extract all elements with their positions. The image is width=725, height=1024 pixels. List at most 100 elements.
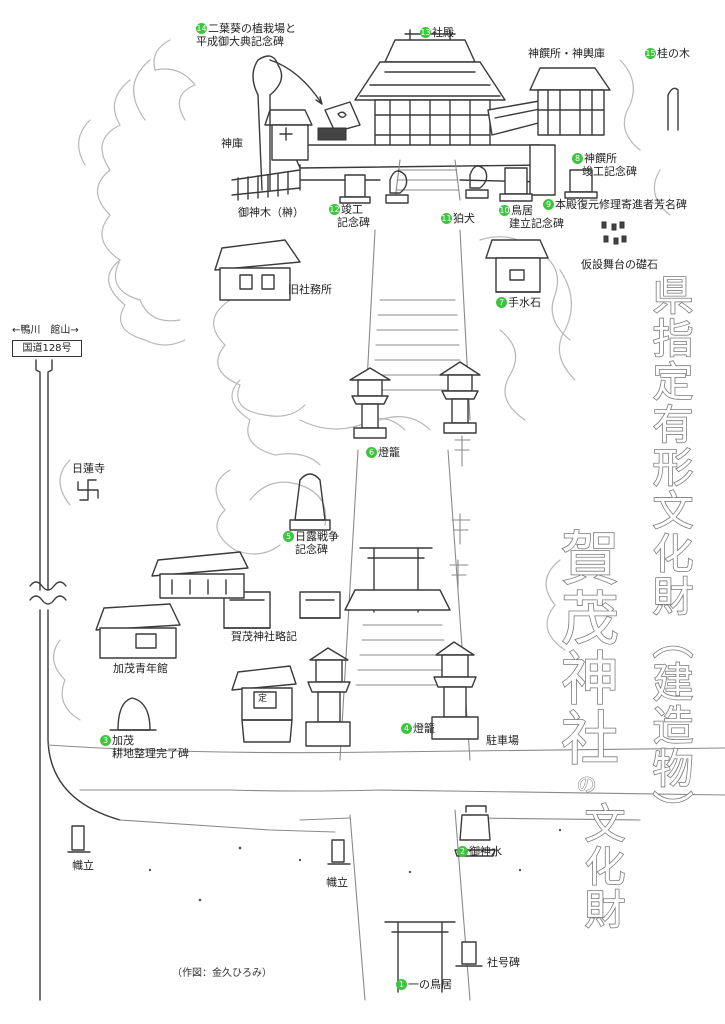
katsura-tree	[667, 87, 679, 131]
label-nobori-center: 幟立	[326, 876, 348, 889]
marker-7: 7	[496, 297, 507, 308]
heading-shrine-main: 賀茂神社	[550, 527, 620, 769]
marker-13: 13	[420, 27, 431, 38]
label-route: 国道128号	[12, 340, 82, 357]
marker-5: 5	[283, 531, 294, 542]
marker-9: 9	[543, 199, 554, 210]
label-torii-monument: 10鳥居 建立記念碑	[499, 204, 564, 230]
monuments-upper	[339, 167, 598, 204]
temple-symbol	[77, 479, 99, 501]
map-credit: （作図：金久ひろみ）	[172, 968, 272, 979]
label-sacred-tree: 御神木（榊）	[238, 206, 304, 219]
notice-board-glyph: 定	[258, 694, 268, 704]
national-road	[29, 359, 121, 1001]
heading-particle: の	[573, 774, 598, 797]
first-torii	[384, 921, 456, 993]
main-hall-drawing	[289, 29, 551, 201]
storage-building	[151, 551, 249, 599]
label-planting-field: 14二葉葵の植栽場と 平成御大典記念碑	[196, 22, 296, 48]
landmark-name-line2: 記念碑	[295, 543, 328, 556]
marker-3: 3	[100, 735, 111, 746]
label-completion-monument: 12竣工 記念碑	[329, 203, 370, 229]
landmark-name: 加茂	[112, 734, 134, 747]
landmark-name: 社殿	[432, 26, 454, 39]
landmark-name: 桂の木	[657, 47, 690, 60]
landmark-name: 燈籠	[413, 722, 435, 735]
marker-14: 14	[196, 23, 207, 34]
planting-pointer-line	[269, 59, 323, 105]
marker-2: 2	[457, 846, 468, 857]
landmark-name: 一の鳥居	[408, 978, 452, 991]
landmark-name: 燈籠	[378, 446, 400, 459]
landmark-name: 日露戦争	[295, 530, 339, 543]
fence	[231, 169, 301, 201]
landmark-name: 神饌所	[584, 152, 617, 165]
landmark-name-line2: 平成御大典記念碑	[196, 35, 284, 48]
label-nobori-left: 幟立	[72, 859, 94, 872]
landmark-name: 竣工	[341, 203, 363, 216]
label-shrine-history: 賀茂神社略記	[231, 630, 297, 643]
marker-6: 6	[366, 447, 377, 458]
heading-designation: 県指定有形文化財（建造物）	[644, 273, 694, 834]
label-nichirenji: 日蓮寺	[72, 462, 105, 475]
lower-torii	[359, 547, 433, 613]
label-treasury: 神庫	[221, 137, 243, 150]
shrine-name-stone	[455, 941, 483, 967]
landmark-name-line2: 耕地整理完了碑	[112, 747, 189, 760]
marker-15: 15	[645, 48, 656, 59]
scattered-stones	[148, 828, 622, 902]
old-office-building	[214, 239, 301, 301]
label-shrine-name-stone: 社号碑	[487, 956, 520, 969]
approach-road	[47, 744, 725, 1001]
notice-board	[231, 665, 297, 743]
planting-sign	[317, 101, 361, 141]
treasury-building	[264, 109, 313, 161]
marker-stakes	[449, 435, 471, 589]
sacred-water-well	[454, 805, 496, 857]
landmark-name: 二葉葵の植栽場と	[208, 22, 296, 35]
label-katsura-tree: 15桂の木	[645, 47, 690, 60]
label-stage-stones: 仮設舞台の礎石	[581, 258, 658, 271]
stone-lanterns-lower	[305, 641, 479, 747]
landmark-name-line2: 記念碑	[337, 216, 370, 229]
heading-shrine-name: 賀茂神社の	[550, 527, 620, 802]
komainu	[385, 165, 489, 204]
landmark-name: 狛犬	[453, 212, 475, 225]
tree-foliage	[53, 39, 671, 721]
marker-10: 10	[499, 205, 510, 216]
label-parking: 駐車場	[486, 734, 519, 747]
label-old-office: 旧社務所	[288, 283, 332, 296]
label-main-hall: 13社殿	[420, 26, 454, 39]
nobori-stands	[67, 825, 351, 865]
landmark-name: 本殿復元修理寄進者芳名碑	[555, 198, 687, 211]
marker-11: 11	[441, 213, 452, 224]
stone-lanterns-upper	[349, 361, 481, 439]
landmark-name-line2: 建立記念碑	[509, 217, 564, 230]
landmark-name-line2: 竣工記念碑	[582, 165, 637, 178]
label-komainu: 11狛犬	[441, 212, 475, 225]
label-shinsenjo-shinyoko: 神饌所・神輿庫	[528, 47, 605, 60]
shinsenjo-building	[529, 67, 611, 196]
sacred-tree	[252, 55, 283, 191]
marker-1: 1	[396, 979, 407, 990]
stage-stones	[601, 221, 627, 245]
marker-4: 4	[401, 723, 412, 734]
chozuya	[485, 239, 549, 293]
land-improvement-stone	[109, 697, 157, 731]
label-direction: ←鴨川 館山→	[12, 325, 79, 336]
label-youth-hall: 加茂青年館	[113, 662, 168, 675]
war-memorial	[289, 473, 331, 531]
landmark-name: 御神水	[469, 845, 502, 858]
marker-12: 12	[329, 204, 340, 215]
landmark-name: 手水石	[508, 296, 541, 309]
